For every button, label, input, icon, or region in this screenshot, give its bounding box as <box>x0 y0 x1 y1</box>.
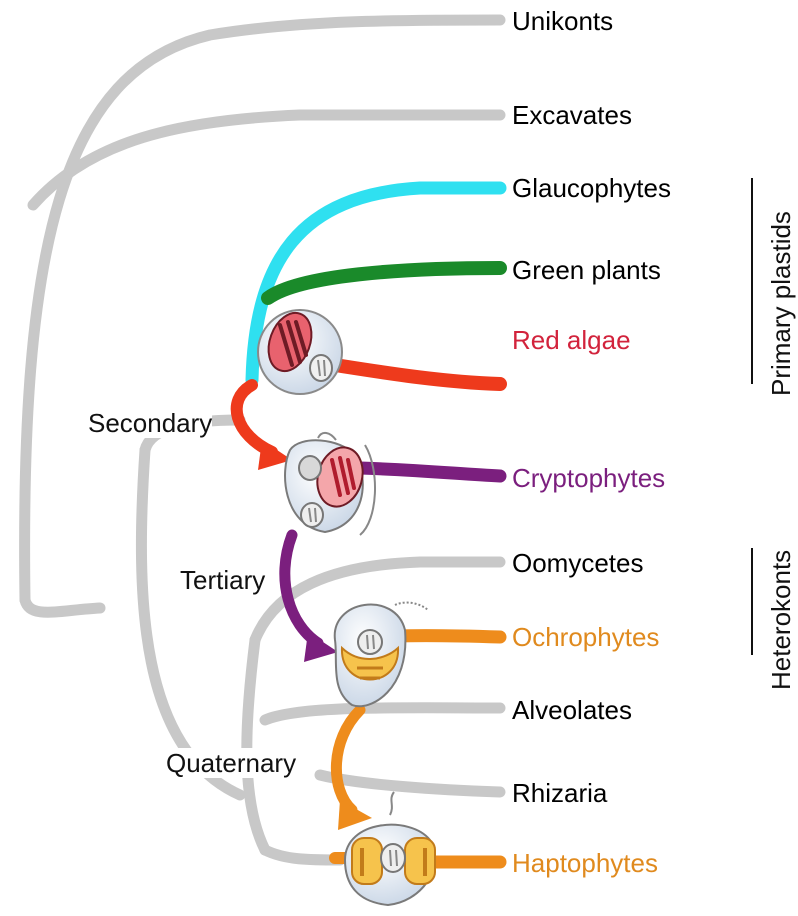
branch-green-plants <box>268 268 500 298</box>
taxon-label-ochrophytes: Ochrophytes <box>512 622 659 652</box>
branch-rhizaria <box>320 775 500 792</box>
branch-red-algae <box>335 365 500 384</box>
quaternary-arrowhead <box>338 800 372 830</box>
ochrophyte-cell-icon <box>335 603 428 707</box>
taxon-label-oomycetes: Oomycetes <box>512 548 644 578</box>
taxon-label-green-plants: Green plants <box>512 255 661 285</box>
cryptophyte-cell-icon <box>285 433 375 535</box>
branch-ochrophytes <box>395 636 500 637</box>
branch-haptophyte-stem <box>265 850 340 860</box>
taxon-label-alveolates: Alveolates <box>512 695 632 725</box>
taxon-label-excavates: Excavates <box>512 100 632 130</box>
taxon-label-unikonts: Unikonts <box>512 6 613 36</box>
event-label-tertiary: Tertiary <box>180 565 265 595</box>
bracket-label-primary-plastids: Primary plastids <box>766 211 797 396</box>
taxon-label-haptophytes: Haptophytes <box>512 848 658 878</box>
branch-root-to-secondary <box>25 600 100 612</box>
branch-secondary-clade <box>141 450 240 795</box>
taxon-label-cryptophytes: Cryptophytes <box>512 463 665 493</box>
tertiary-arrowhead <box>304 632 338 662</box>
secondary-endosymbiosis-arrow <box>237 385 272 452</box>
taxon-label-glaucophytes: Glaucophytes <box>512 173 671 203</box>
quaternary-endosymbiosis-arrow <box>336 710 360 810</box>
branch-sar-stem <box>247 640 265 850</box>
taxon-label-rhizaria: Rhizaria <box>512 778 607 808</box>
branch-cryptophytes <box>360 468 500 476</box>
branch-alveolates <box>265 708 500 720</box>
bracket-label-heterokonts: Heterokonts <box>766 550 797 690</box>
taxon-label-red-algae: Red algae <box>512 325 631 355</box>
event-label-secondary: Secondary <box>88 408 212 438</box>
red-alga-cell-icon <box>258 307 342 394</box>
event-label-quaternary: Quaternary <box>166 748 296 778</box>
haptophyte-cell-icon <box>345 792 435 905</box>
